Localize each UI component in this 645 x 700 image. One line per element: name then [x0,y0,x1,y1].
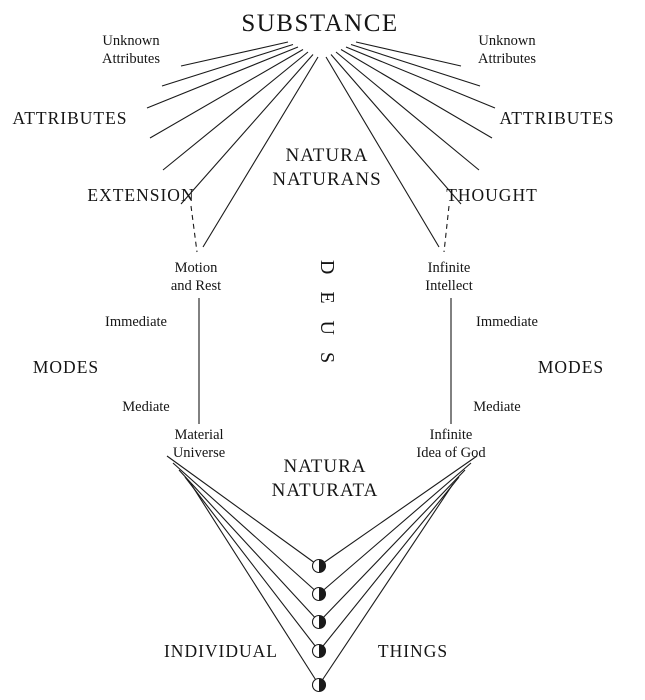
half-filled-circle-icon [311,643,327,659]
half-filled-circle-icon [311,614,327,630]
substance-right-fan-lines [325,41,496,248]
infinite-idea-of-god-label: Infinite Idea of God [416,427,486,461]
immediate-right-label: Immediate [476,314,538,330]
natura-naturans-label: NATURA NATURANS [272,145,381,190]
unknown-attributes-right-line2: Attributes [478,51,536,67]
infinite-intellect-label: Infinite Intellect [425,260,473,294]
modes-left-label: MODES [33,357,99,377]
idea-of-god-line2: Idea of God [416,445,486,461]
unknown-attributes-right-line1: Unknown [478,33,536,49]
half-filled-circle-icon [311,586,327,602]
material-universe-line2: Universe [173,445,225,461]
substance-label: SUBSTANCE [241,10,398,37]
attributes-right-label: ATTRIBUTES [500,108,615,128]
natura-naturata-line2: NATURATA [272,480,379,501]
half-filled-circle-icon [311,558,327,574]
right-converging-lines [318,455,478,686]
thought-label: THOUGHT [446,185,538,205]
half-filled-circle-icon [311,677,327,693]
thought-to-intellect-dashed-line [443,205,450,253]
modes-right-label: MODES [538,357,604,377]
things-label: THINGS [378,641,448,661]
idea-of-god-line1: Infinite [430,427,473,443]
intellect-line2: Intellect [425,278,473,294]
unknown-attributes-left-label: Unknown Attributes [102,33,160,67]
individual-thing-nodes [311,558,327,693]
motion-and-rest-label: Motion and Rest [171,260,221,294]
motion-line1: Motion [175,260,218,276]
mediate-right-label: Mediate [473,399,521,415]
attributes-left-label: ATTRIBUTES [13,108,128,128]
motion-line2: and Rest [171,278,221,294]
natura-naturans-line2: NATURANS [272,169,381,190]
unknown-attributes-right-label: Unknown Attributes [478,33,536,67]
extension-to-motion-dashed-line [190,205,198,253]
mediate-left-label: Mediate [122,399,170,415]
left-converging-lines [166,455,320,686]
material-universe-label: Material Universe [173,427,225,461]
material-universe-line1: Material [174,427,223,443]
natura-naturata-label: NATURA NATURATA [272,456,379,501]
deus-vertical-label: DEUS [316,260,338,380]
intellect-line1: Infinite [428,260,471,276]
unknown-attributes-left-line2: Attributes [102,51,160,67]
substance-left-fan-lines [146,41,319,248]
immediate-left-label: Immediate [105,314,167,330]
natura-naturans-line1: NATURA [285,145,368,166]
individual-label: INDIVIDUAL [164,641,278,661]
natura-naturata-line1: NATURA [283,456,366,477]
unknown-attributes-left-line1: Unknown [102,33,160,49]
extension-label: EXTENSION [87,185,194,205]
